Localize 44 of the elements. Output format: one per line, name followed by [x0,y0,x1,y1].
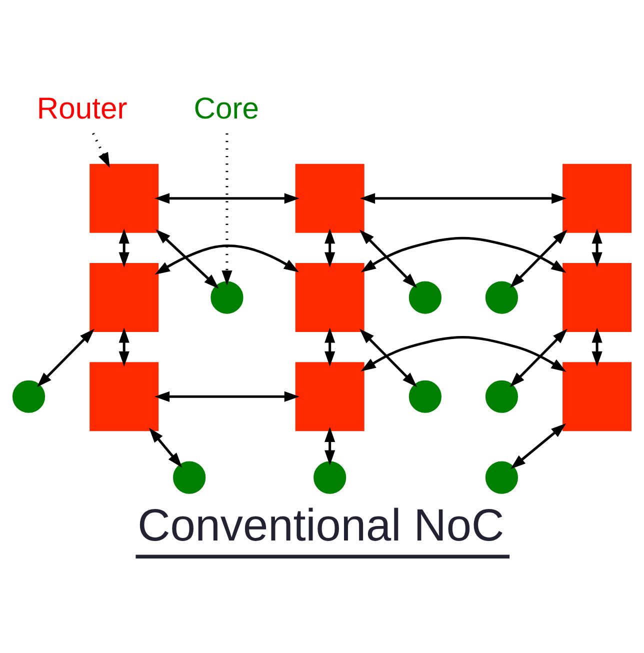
arrow [360,335,566,372]
arrow [324,426,336,465]
node-text: Router [36,92,128,125]
node-circle [485,280,518,314]
arrow [156,228,219,288]
arrow [36,328,94,387]
node-circle [408,380,442,412]
arrow [92,132,110,168]
node-box [295,163,364,232]
node-circle [408,280,442,314]
node-circle [485,380,518,412]
node-circle [173,460,206,494]
node-circle [314,460,346,494]
arrow [118,327,130,366]
arrow [359,229,418,288]
arrow [148,427,182,468]
node-text: Core [194,92,259,125]
arrow [592,228,602,267]
node-box [90,163,159,232]
arrow [154,390,300,402]
node-box [90,262,159,332]
arrow [222,132,232,286]
arrow [360,236,566,272]
node-box [562,362,632,431]
arrow [154,244,299,274]
node-box [562,262,632,332]
arrow [324,327,336,366]
arrow [510,422,566,469]
arrow [510,229,568,288]
arrow [154,192,300,204]
caption: Conventional NoC [138,499,504,550]
node-box [90,362,159,431]
node-circle [485,460,518,494]
node-circle [210,280,244,314]
arrow [324,228,336,267]
node-box [295,262,364,332]
arrow [359,328,418,387]
node-circle [12,380,46,412]
arrow [360,192,567,204]
arrow [510,328,568,387]
arrow [118,228,130,267]
node-box [295,362,364,431]
arrow [592,327,602,366]
node-box [562,163,632,232]
